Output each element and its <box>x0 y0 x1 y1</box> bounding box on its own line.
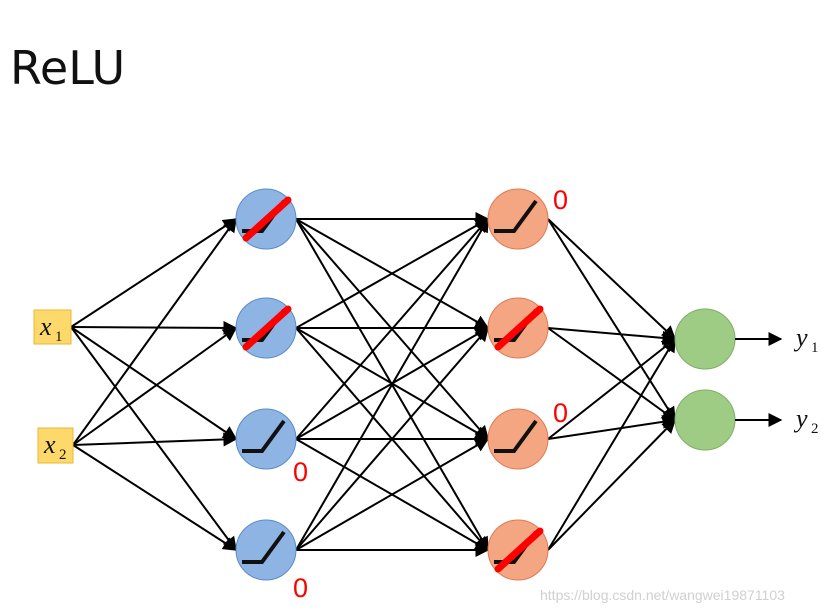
neuron-circle <box>235 519 297 581</box>
relu-icon <box>242 419 286 453</box>
input-var: x <box>39 312 52 341</box>
output-y1: y 1 <box>793 323 819 356</box>
edge-arrow <box>295 217 489 440</box>
relu-icon <box>494 199 538 233</box>
input-box <box>33 309 72 345</box>
zero-label: 0 <box>293 573 308 603</box>
edge-arrow <box>295 218 490 329</box>
output-sub: 2 <box>811 421 819 437</box>
edge-arrow <box>70 326 238 440</box>
edge-arrow <box>70 326 237 552</box>
hidden2-neuron <box>487 408 549 470</box>
edge-arrow <box>547 218 676 422</box>
neuron-circle <box>235 408 297 470</box>
edge-arrow <box>295 217 489 551</box>
page-title: ReLU <box>10 41 125 95</box>
disabled-mark <box>494 305 544 351</box>
edge-arrow <box>295 326 489 551</box>
relu-icon <box>494 419 538 453</box>
edge-arrow <box>547 418 676 551</box>
edge-arrow <box>72 444 238 551</box>
neurons <box>235 188 736 581</box>
zero-label: 0 <box>553 398 568 428</box>
relu-icon <box>242 530 286 564</box>
edge-arrow <box>547 414 677 440</box>
output-y2: y 2 <box>793 404 819 437</box>
edge-arrow <box>547 327 677 421</box>
input-x1: x 1 <box>33 309 72 345</box>
edge-arrow <box>547 337 676 551</box>
input-var: x <box>43 430 56 459</box>
hidden2-neuron <box>487 297 549 359</box>
output-neuron <box>674 389 736 451</box>
connections <box>70 212 677 557</box>
edge-arrow <box>72 217 237 446</box>
neuron-circle <box>487 408 549 470</box>
disabled-mark <box>494 527 544 573</box>
input-sub: 2 <box>59 447 67 463</box>
input-x2: x 2 <box>37 427 74 464</box>
edge-arrow <box>70 320 238 335</box>
watermark: https://blog.csdn.net/wangwei19871103 <box>540 587 785 603</box>
output-neuron <box>674 308 736 370</box>
edge-arrow <box>547 327 677 345</box>
zero-label: 0 <box>293 457 308 487</box>
hidden1-neuron <box>235 297 297 359</box>
edge-arrow <box>295 438 490 551</box>
hidden1-neuron <box>235 519 297 581</box>
neuron-circle <box>487 188 549 250</box>
input-box <box>37 427 74 464</box>
disabled-mark <box>242 196 292 242</box>
zero-label: 0 <box>553 185 568 215</box>
input-sub: 1 <box>55 329 63 345</box>
hidden2-neuron <box>487 519 549 581</box>
output-sub: 1 <box>811 340 819 356</box>
edge-arrow <box>72 432 238 447</box>
output-var: y <box>793 323 808 352</box>
hidden1-neuron <box>235 188 297 250</box>
hidden2-neuron <box>487 188 549 250</box>
edge-arrow <box>547 218 677 340</box>
disabled-mark <box>242 305 292 351</box>
edge-arrow <box>70 218 238 328</box>
edge-arrow <box>72 327 238 446</box>
output-var: y <box>793 404 808 433</box>
hidden1-neuron <box>235 408 297 470</box>
edge-arrow <box>547 338 677 440</box>
